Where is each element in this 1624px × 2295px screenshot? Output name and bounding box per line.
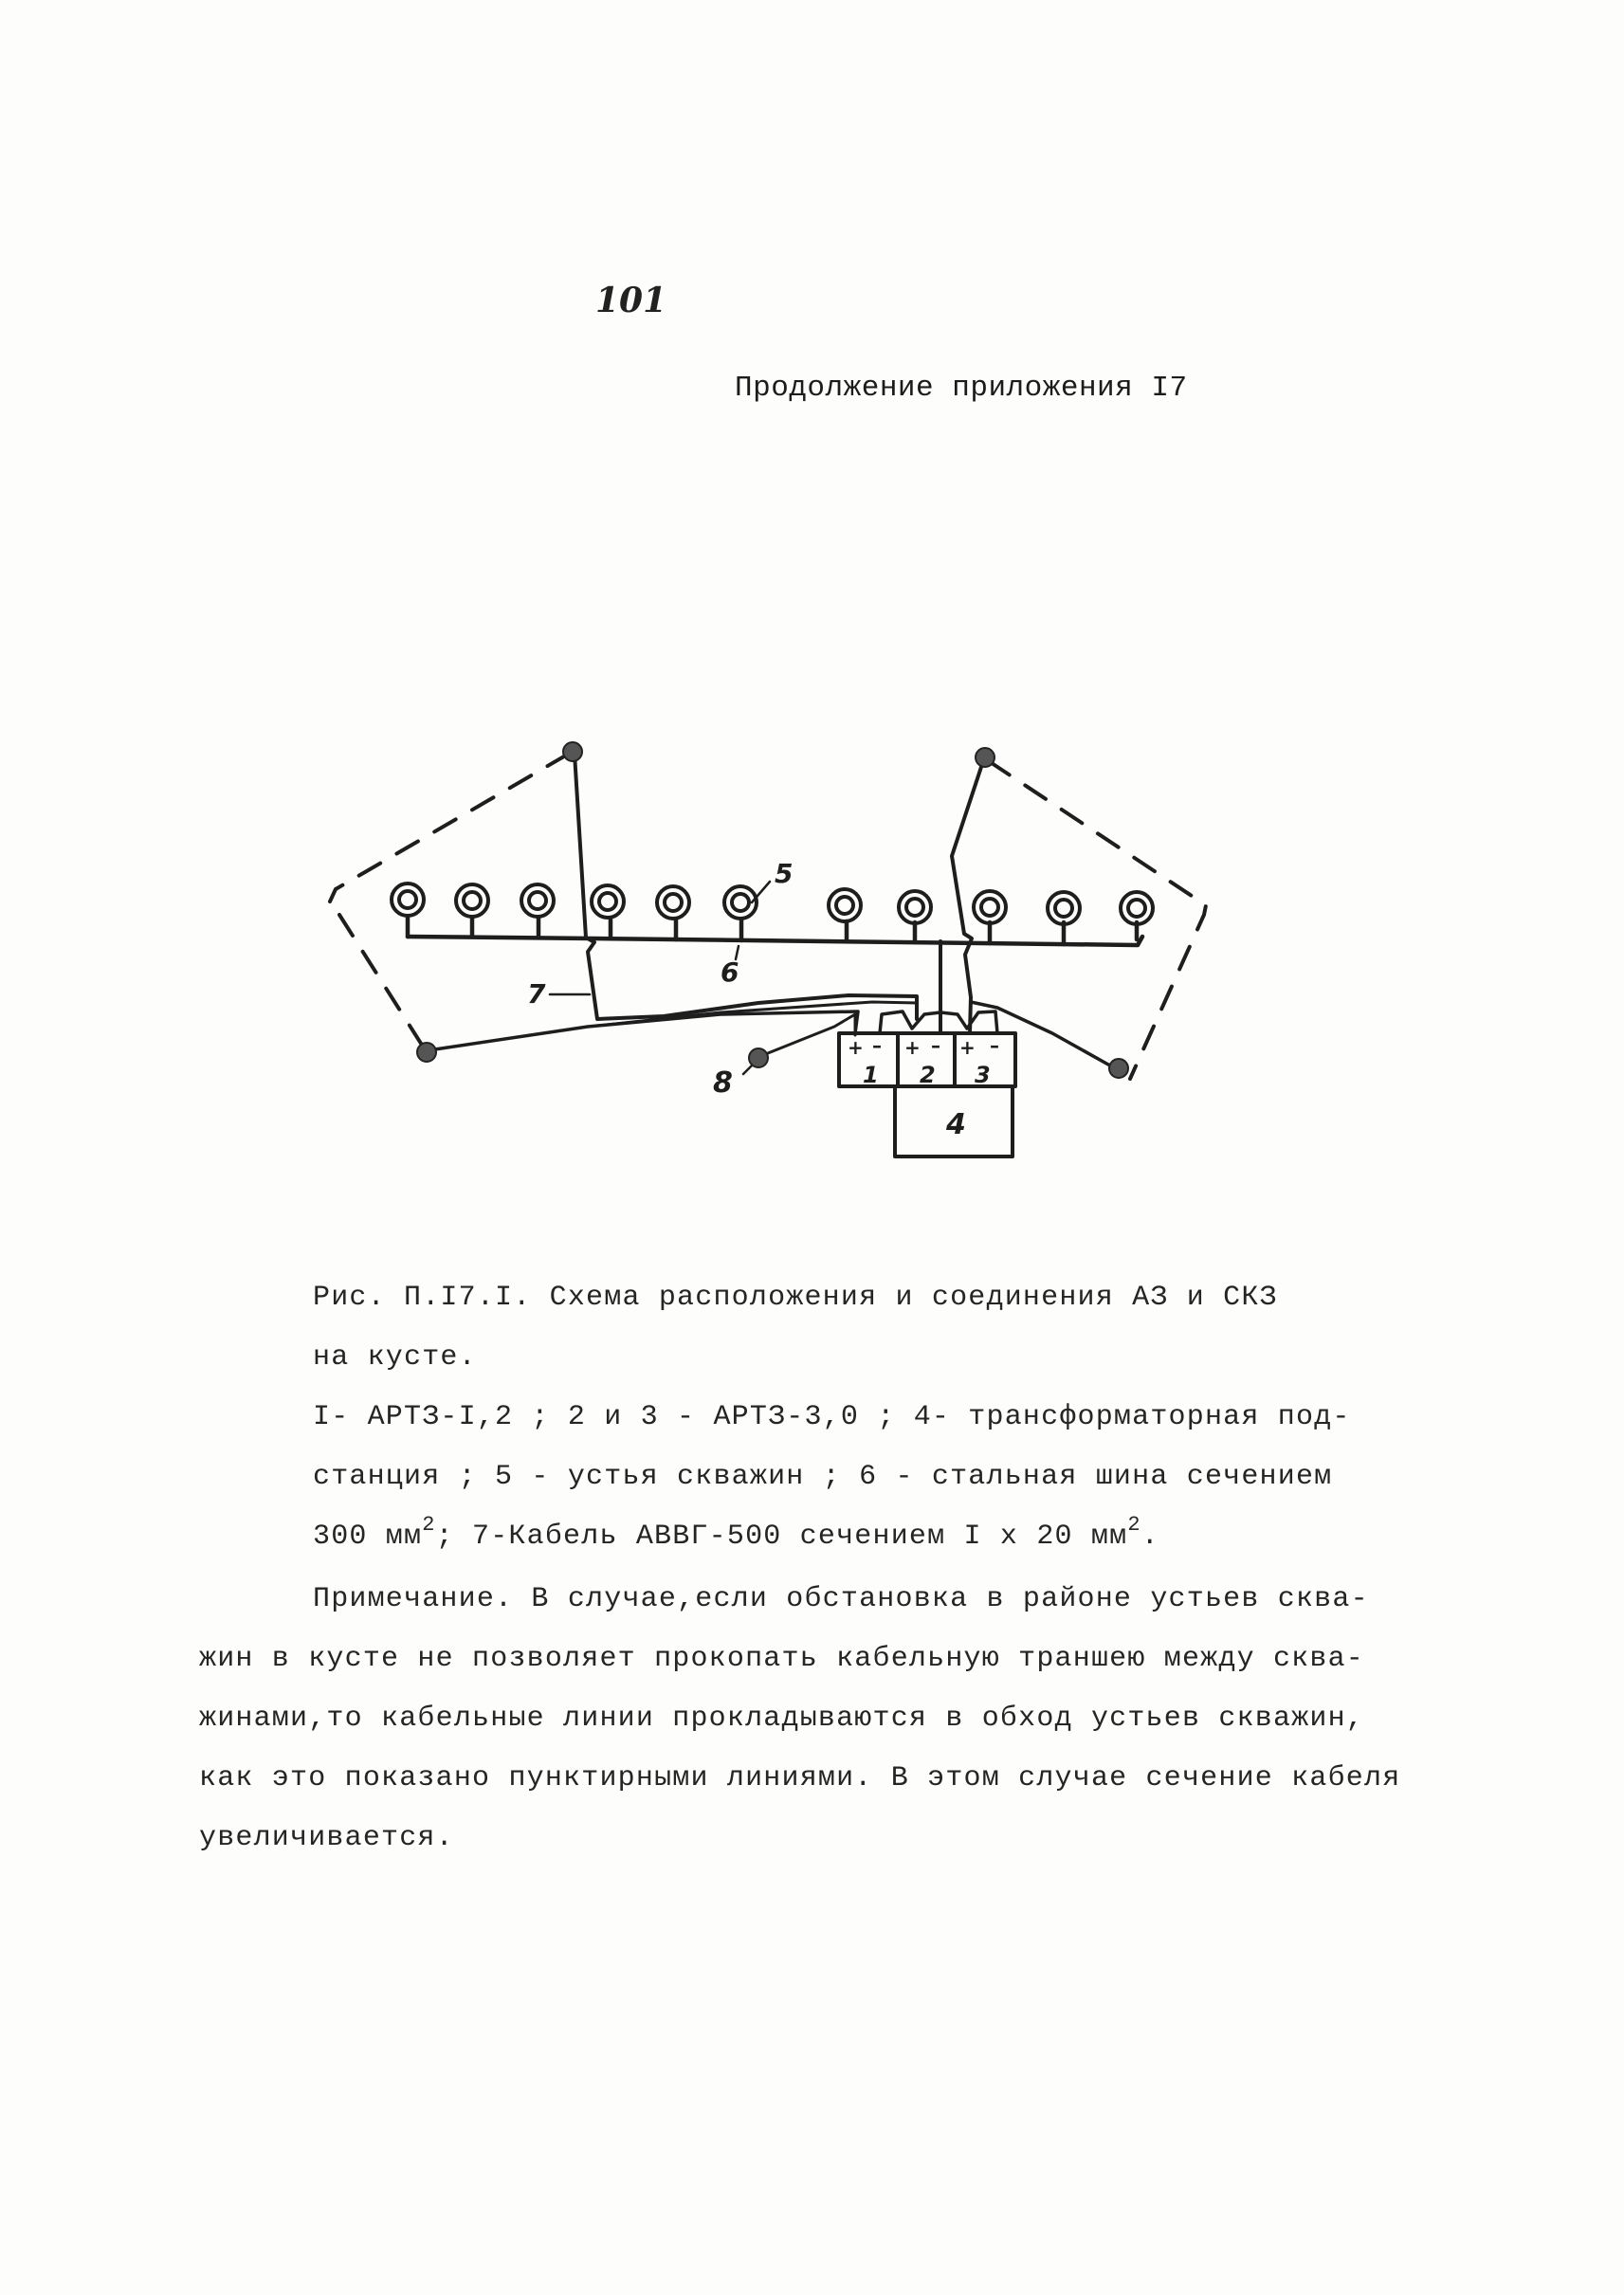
note-line-2: жин в кусте не позволяет прокопать кабел… [199,1643,1364,1675]
wellhead-icon [1119,890,1155,926]
cable-right-top [950,756,986,1035]
cable-right-bottom [969,1000,1119,1071]
box-4-number: 4 [945,1108,966,1141]
box-transformer-4 [893,1084,1014,1158]
box-2-number: 2 [920,1062,936,1088]
wellhead-icon [390,882,426,918]
anodes [416,741,1129,1079]
wellhead-icon [972,889,1008,925]
callout-label-5: 5 [775,858,793,889]
anode-right-top-icon [975,747,995,768]
dashed-bypass-left [328,752,571,1051]
note-line-4: как это показано пунктирными линиями. В … [199,1762,1401,1794]
legend-line-3-part-3: . [1140,1521,1159,1553]
callout-leader-6 [734,944,740,961]
anode-left-bottom-icon [416,1042,437,1063]
wellhead-icon [722,884,758,920]
figure-caption-line-2: на кусте. [313,1341,477,1374]
wellheads [390,882,1155,926]
anode-8-icon [748,1047,769,1068]
box-1-minus: – [872,1034,882,1057]
callout-label-7: 7 [527,978,546,1010]
box-3-plus: + [959,1036,976,1059]
appendix-continuation-heading: Продолжение приложения I7 [735,372,1188,405]
figure-caption-line-1: Рис. П.I7.I. Схема расположения и соедин… [313,1282,1278,1314]
callout-label-8: 8 [713,1066,733,1100]
callout-label-6: 6 [721,956,739,988]
box-1-number: 1 [863,1062,879,1088]
wellhead-icon [454,883,490,919]
box-1-plus: + [848,1036,864,1059]
legend-line-2: станция ; 5 - устья скважин ; 6 - стальн… [313,1461,1333,1493]
note-line-5: увеличивается. [199,1822,454,1854]
dashed-bypass-right [987,759,1208,1081]
wellhead-icon [1046,890,1082,926]
anode-left-top-icon [562,741,583,762]
legend-line-3: 300 мм2; 7-Кабель АВВГ-500 сечением I х … [313,1515,1159,1554]
cable-anode-8 [757,1012,857,1059]
superscript-2: 2 [1127,1513,1141,1537]
box-3-minus: – [990,1034,999,1057]
wellhead-icon [590,883,626,920]
wellhead-icon [520,883,556,919]
note-line-1: Примечание. В случае,если обстановка в р… [313,1583,1369,1615]
cable-left-bottom [427,1010,860,1052]
legend-line-3-part-2: ; 7-Кабель АВВГ-500 сечением I х 20 мм [435,1521,1128,1553]
box-3-number: 3 [975,1062,991,1088]
legend-line-3-part-1: 300 мм [313,1521,423,1553]
terminal-leads [878,1010,999,1035]
legend-line-1: I- АРТЗ-I,2 ; 2 и 3 - АРТЗ-3,0 ; 4- тран… [313,1401,1351,1433]
wellhead-icon [655,884,691,920]
steel-busbar [405,934,1145,948]
cable-7-left-top [573,752,919,1021]
wellhead-icon [827,887,863,923]
note-line-3: жинами,то кабельные линии прокладываются… [199,1703,1364,1735]
anode-right-bottom-icon [1108,1058,1129,1079]
page-number: 101 [595,281,667,320]
wellhead-icon [897,889,933,925]
box-2-plus: + [904,1036,921,1059]
box-2-minus: – [931,1034,940,1057]
cathodic-protection-diagram: 5 6 7 8 + – 1 + – 2 + – 3 4 [328,741,1208,1158]
superscript-2: 2 [422,1513,436,1537]
